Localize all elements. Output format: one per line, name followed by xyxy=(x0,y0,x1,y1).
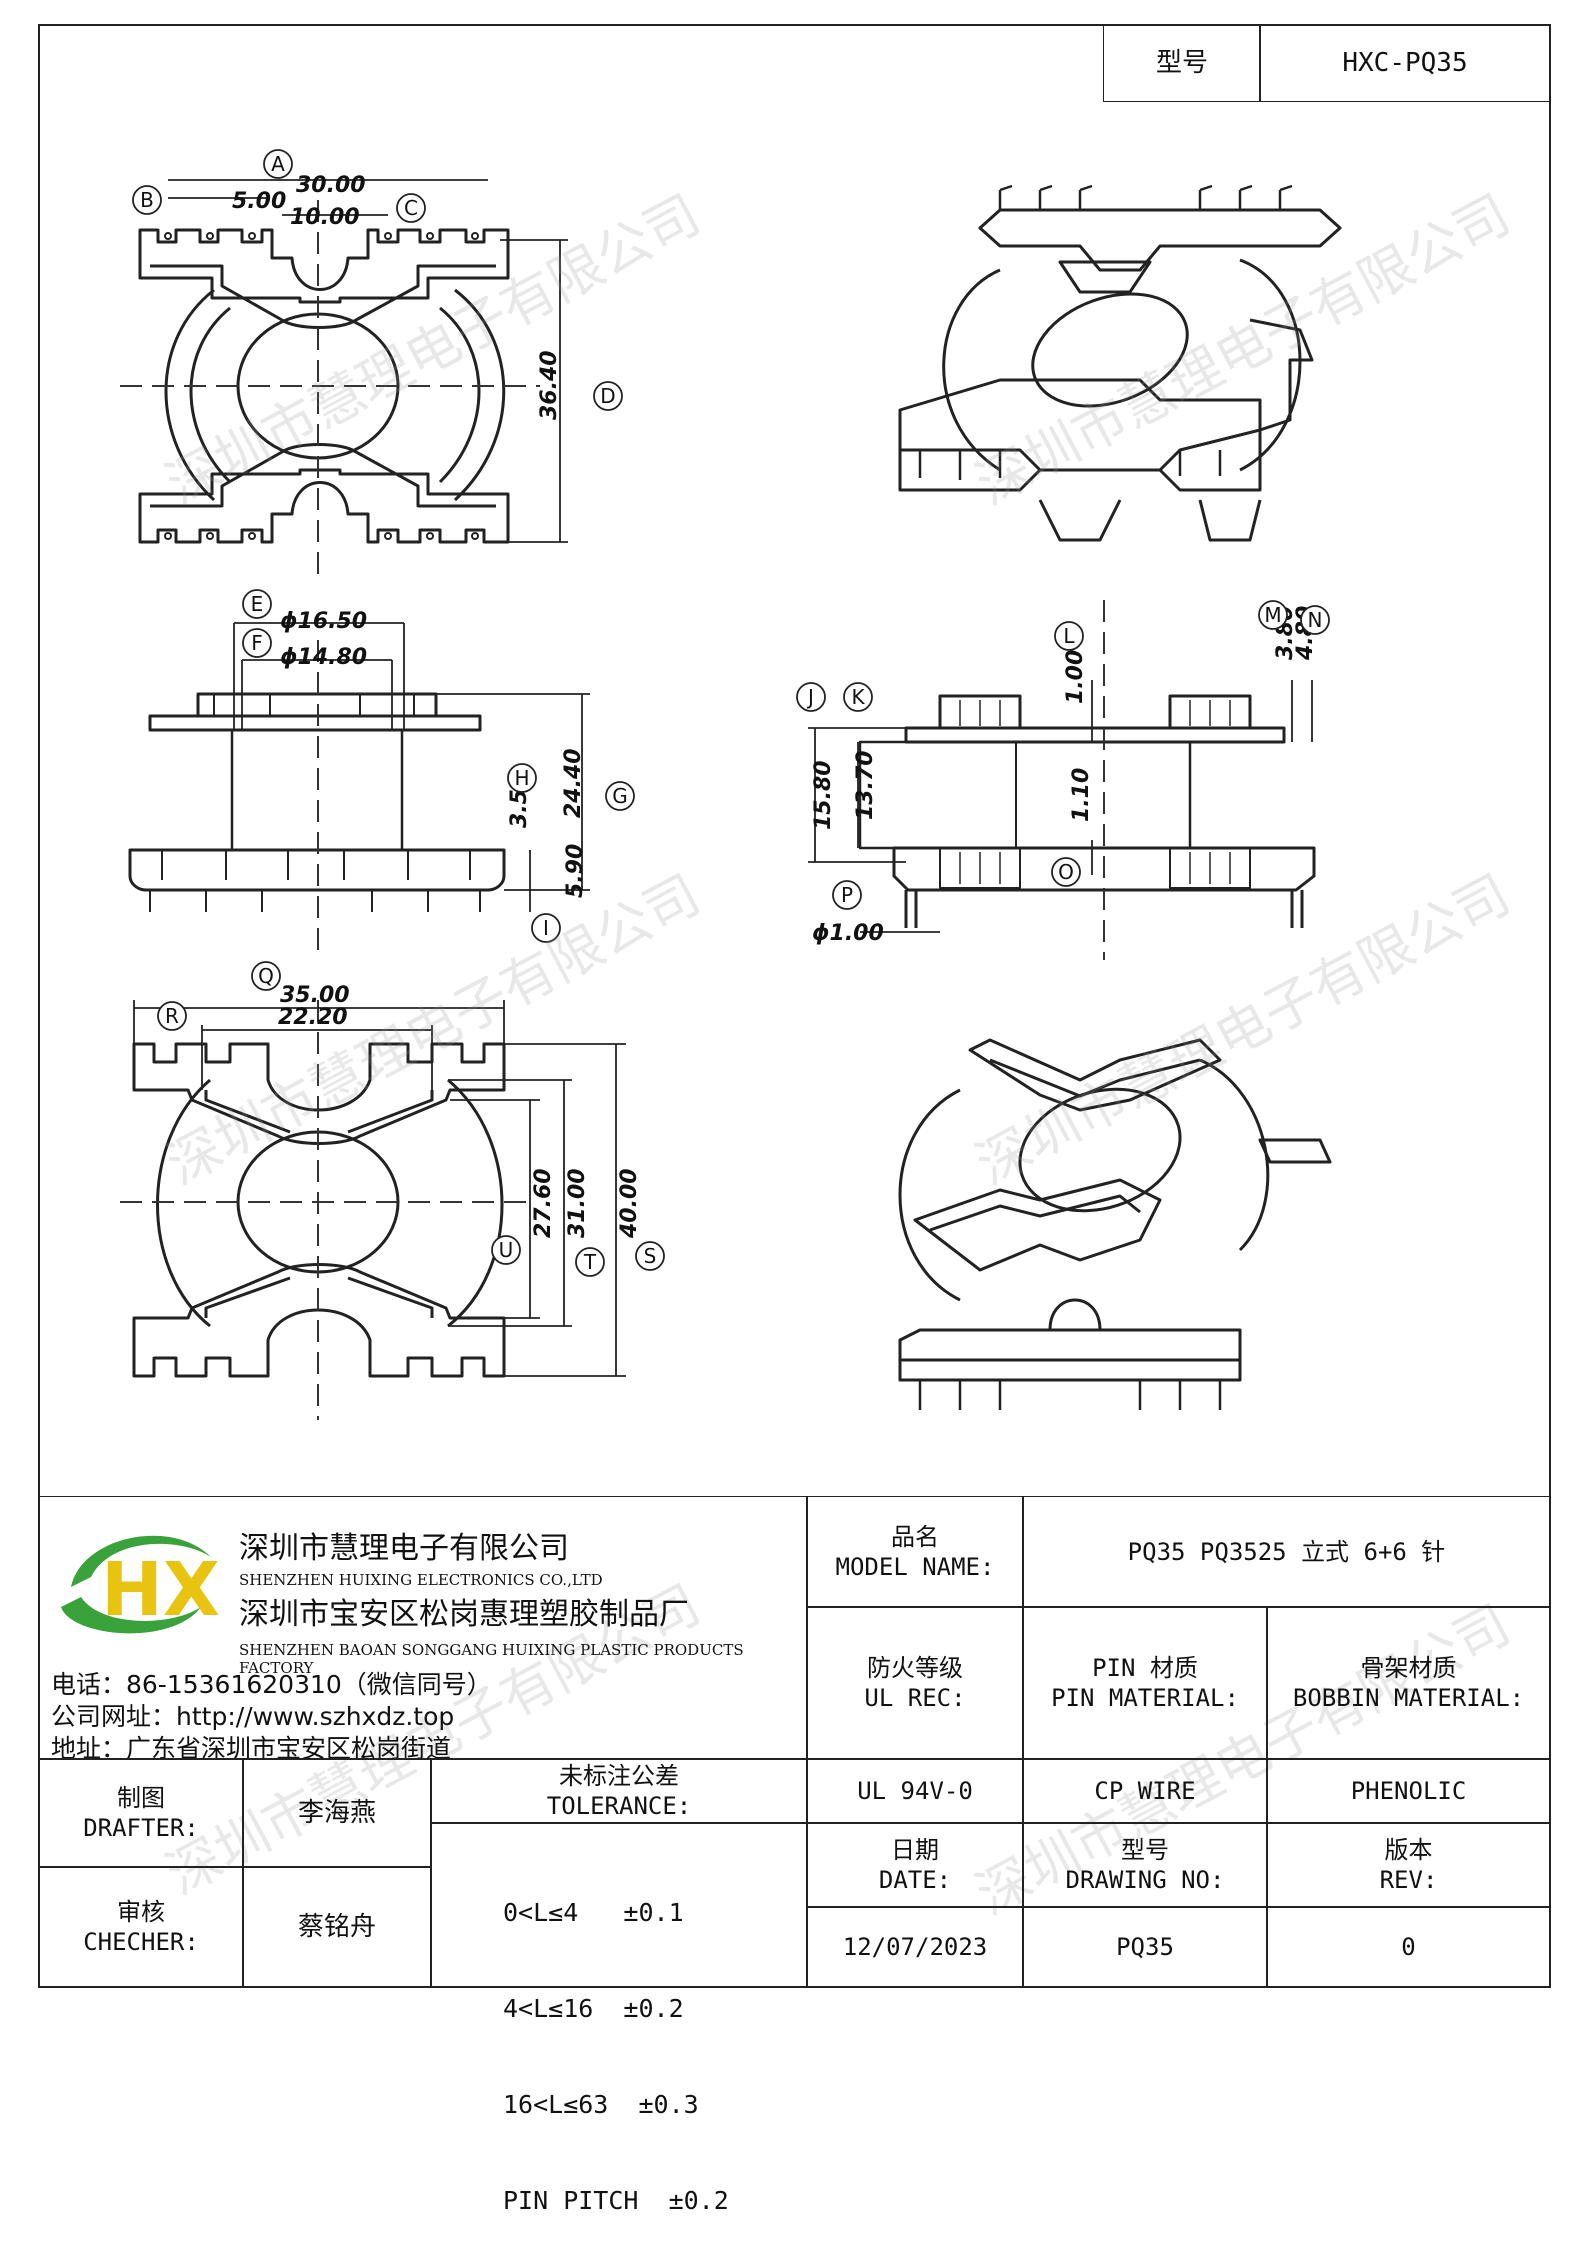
logo-letters: HX xyxy=(101,1547,220,1633)
rev-value: 0 xyxy=(1266,1906,1551,1988)
svg-text:F: F xyxy=(251,631,263,655)
dim-A: 30.00 xyxy=(296,173,366,198)
dim-P: ϕ1.00 xyxy=(812,921,884,946)
svg-text:E: E xyxy=(251,592,264,616)
company-block: HX 深圳市慧理电子有限公司 SHENZHEN HUIXING ELECTRON… xyxy=(38,1496,808,1763)
dim-O: 1.10 xyxy=(1069,768,1094,822)
svg-text:G: G xyxy=(612,784,628,808)
top-view xyxy=(138,228,510,544)
svg-text:A: A xyxy=(271,152,285,176)
svg-text:R: R xyxy=(165,1004,179,1028)
dim-Q: 35.00 xyxy=(280,983,350,1008)
website-text: 公司网址：http://www.szhxdz.top xyxy=(51,1702,455,1731)
phone-text: 电话：86-15361620310（微信同号） xyxy=(51,1670,492,1699)
svg-text:I: I xyxy=(543,916,549,940)
ul-value: UL 94V-0 xyxy=(806,1758,1024,1824)
factory-name-cn: 深圳市宝安区松岗惠理塑胶制品厂 xyxy=(239,1597,689,1632)
dim-E: ϕ16.50 xyxy=(280,609,367,634)
model-name-value: PQ35 PQ3525 立式 6+6 针 xyxy=(1022,1496,1551,1608)
model-label-cell: 型号 xyxy=(1103,24,1261,102)
factory-name-en: SHENZHEN BAOAN SONGGANG HUIXING PLASTIC … xyxy=(239,1641,744,1677)
svg-text:P: P xyxy=(841,883,853,907)
dim-J: 15.80 xyxy=(811,760,836,830)
dim-G: 24.40 xyxy=(561,748,586,818)
front-view xyxy=(858,694,1316,928)
dim-T: 31.00 xyxy=(565,1168,590,1238)
tolerance-row: 4<L≤16 ±0.2 xyxy=(503,1994,684,2023)
dim-L: 1.00 xyxy=(1063,650,1088,704)
company-name-cn: 深圳市慧理电子有限公司 xyxy=(239,1531,569,1566)
svg-text:S: S xyxy=(644,1244,657,1268)
svg-text:O: O xyxy=(1058,860,1074,884)
pin-material-value: CP WIRE xyxy=(1022,1758,1268,1824)
dim-F: ϕ14.80 xyxy=(280,645,367,670)
svg-text:L: L xyxy=(1063,624,1075,648)
center-lines xyxy=(120,200,1105,1420)
dim-S: 40.00 xyxy=(617,1168,642,1239)
company-name-en: SHENZHEN HUIXING ELECTRONICS CO.,LTD xyxy=(239,1571,603,1589)
drawing-no-value: PQ35 xyxy=(1022,1906,1268,1988)
tolerance-row: 16<L≤63 ±0.3 xyxy=(503,2090,699,2119)
dim-K: 13.70 xyxy=(853,750,878,820)
svg-text:B: B xyxy=(140,188,154,212)
callout-circles xyxy=(132,149,1330,1277)
company-logo: HX xyxy=(61,1535,220,1634)
technical-drawing: 30.00 5.00 10.00 36.40 ϕ16.50 ϕ14.80 24.… xyxy=(120,149,1342,1420)
dimension-values: 30.00 5.00 10.00 36.40 ϕ16.50 ϕ14.80 24.… xyxy=(232,173,1318,1239)
iso-view-top xyxy=(898,184,1342,542)
drafter-value: 李海燕 xyxy=(242,1758,432,1868)
svg-text:M: M xyxy=(1264,603,1281,627)
tolerance-table: 0<L≤4 ±0.1 4<L≤16 ±0.2 16<L≤63 ±0.3 PIN … xyxy=(430,1822,808,2215)
bobbin-material-value: PHENOLIC xyxy=(1266,1758,1551,1824)
svg-text:H: H xyxy=(514,766,529,790)
bottom-view xyxy=(132,1042,506,1378)
dim-C: 10.00 xyxy=(290,205,360,230)
dim-U: 27.60 xyxy=(531,1168,556,1238)
date-value: 12/07/2023 xyxy=(806,1906,1024,1988)
svg-text:Q: Q xyxy=(258,964,274,988)
svg-text:K: K xyxy=(851,685,865,709)
svg-text:T: T xyxy=(583,1250,597,1274)
dim-D: 36.40 xyxy=(537,350,562,420)
tolerance-row: 0<L≤4 ±0.1 xyxy=(503,1898,684,1927)
dim-B: 5.00 xyxy=(232,189,286,214)
dimension-lines xyxy=(133,179,1313,1377)
checker-value: 蔡铭舟 xyxy=(242,1866,432,1988)
svg-text:U: U xyxy=(499,1238,514,1262)
callout-letters: A B C D E F G H I J K L M N O P Q R S T … xyxy=(140,152,1322,1274)
dim-R: 22.20 xyxy=(278,1005,348,1030)
svg-text:J: J xyxy=(806,685,814,709)
svg-text:D: D xyxy=(600,384,615,408)
svg-text:C: C xyxy=(404,196,418,220)
model-value-cell: HXC-PQ35 xyxy=(1259,24,1551,102)
iso-view-bottom xyxy=(898,1038,1332,1410)
tolerance-row: PIN PITCH ±0.2 xyxy=(503,2186,729,2215)
dim-I: 5.90 xyxy=(563,844,588,898)
svg-text:N: N xyxy=(1308,608,1323,632)
